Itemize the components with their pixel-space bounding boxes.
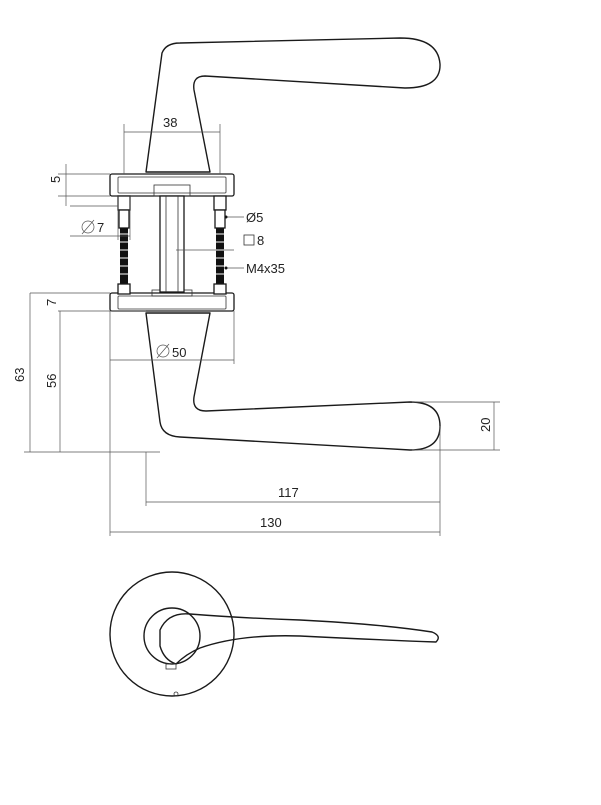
- dim-117-label: 117: [278, 485, 299, 500]
- dim-screw-head: 7: [70, 196, 131, 240]
- dim-height-lever: 56: [44, 311, 61, 452]
- dim-o5-label: Ø5: [246, 210, 263, 225]
- dim-8-label: 8: [257, 233, 264, 248]
- left-screw: [117, 195, 131, 295]
- plan-rose: [109, 571, 235, 697]
- dim-spindle-square: 8: [243, 233, 264, 248]
- dim-rose-diameter: 50: [109, 311, 235, 364]
- dim-grip-height: 20: [412, 401, 500, 451]
- upper-lever: [145, 37, 441, 173]
- dim-screw-spec: M4x35: [224, 261, 285, 276]
- spindle: [159, 195, 185, 293]
- lower-lever: [145, 312, 441, 451]
- dim-height-total: 63: [12, 293, 160, 453]
- dim-63-label: 63: [12, 368, 27, 382]
- dim-screw-diameter: Ø5: [224, 210, 263, 225]
- dim-m4x35-label: M4x35: [246, 261, 285, 276]
- dim-plate-thickness: 5: [48, 164, 110, 206]
- dim-130-label: 130: [260, 515, 282, 530]
- plan-view: [109, 571, 439, 697]
- dim-5-label: 5: [48, 176, 63, 183]
- dim-rose-width: 38: [123, 115, 221, 174]
- dim-38-label: 38: [163, 115, 177, 130]
- dim-56-label: 56: [44, 374, 59, 388]
- right-screw: [213, 195, 227, 295]
- plan-lever: [159, 613, 439, 665]
- dim-7b-label: 7: [44, 299, 59, 306]
- dim-length-total: 130: [109, 364, 440, 536]
- dim-20-label: 20: [478, 418, 493, 432]
- dim-7-label: 7: [97, 220, 104, 235]
- dim-rose-thickness: 7: [30, 292, 146, 312]
- lower-rose-plate: [109, 292, 235, 312]
- dim-length-inner: 117: [145, 426, 441, 536]
- dim-50-label: 50: [172, 345, 186, 360]
